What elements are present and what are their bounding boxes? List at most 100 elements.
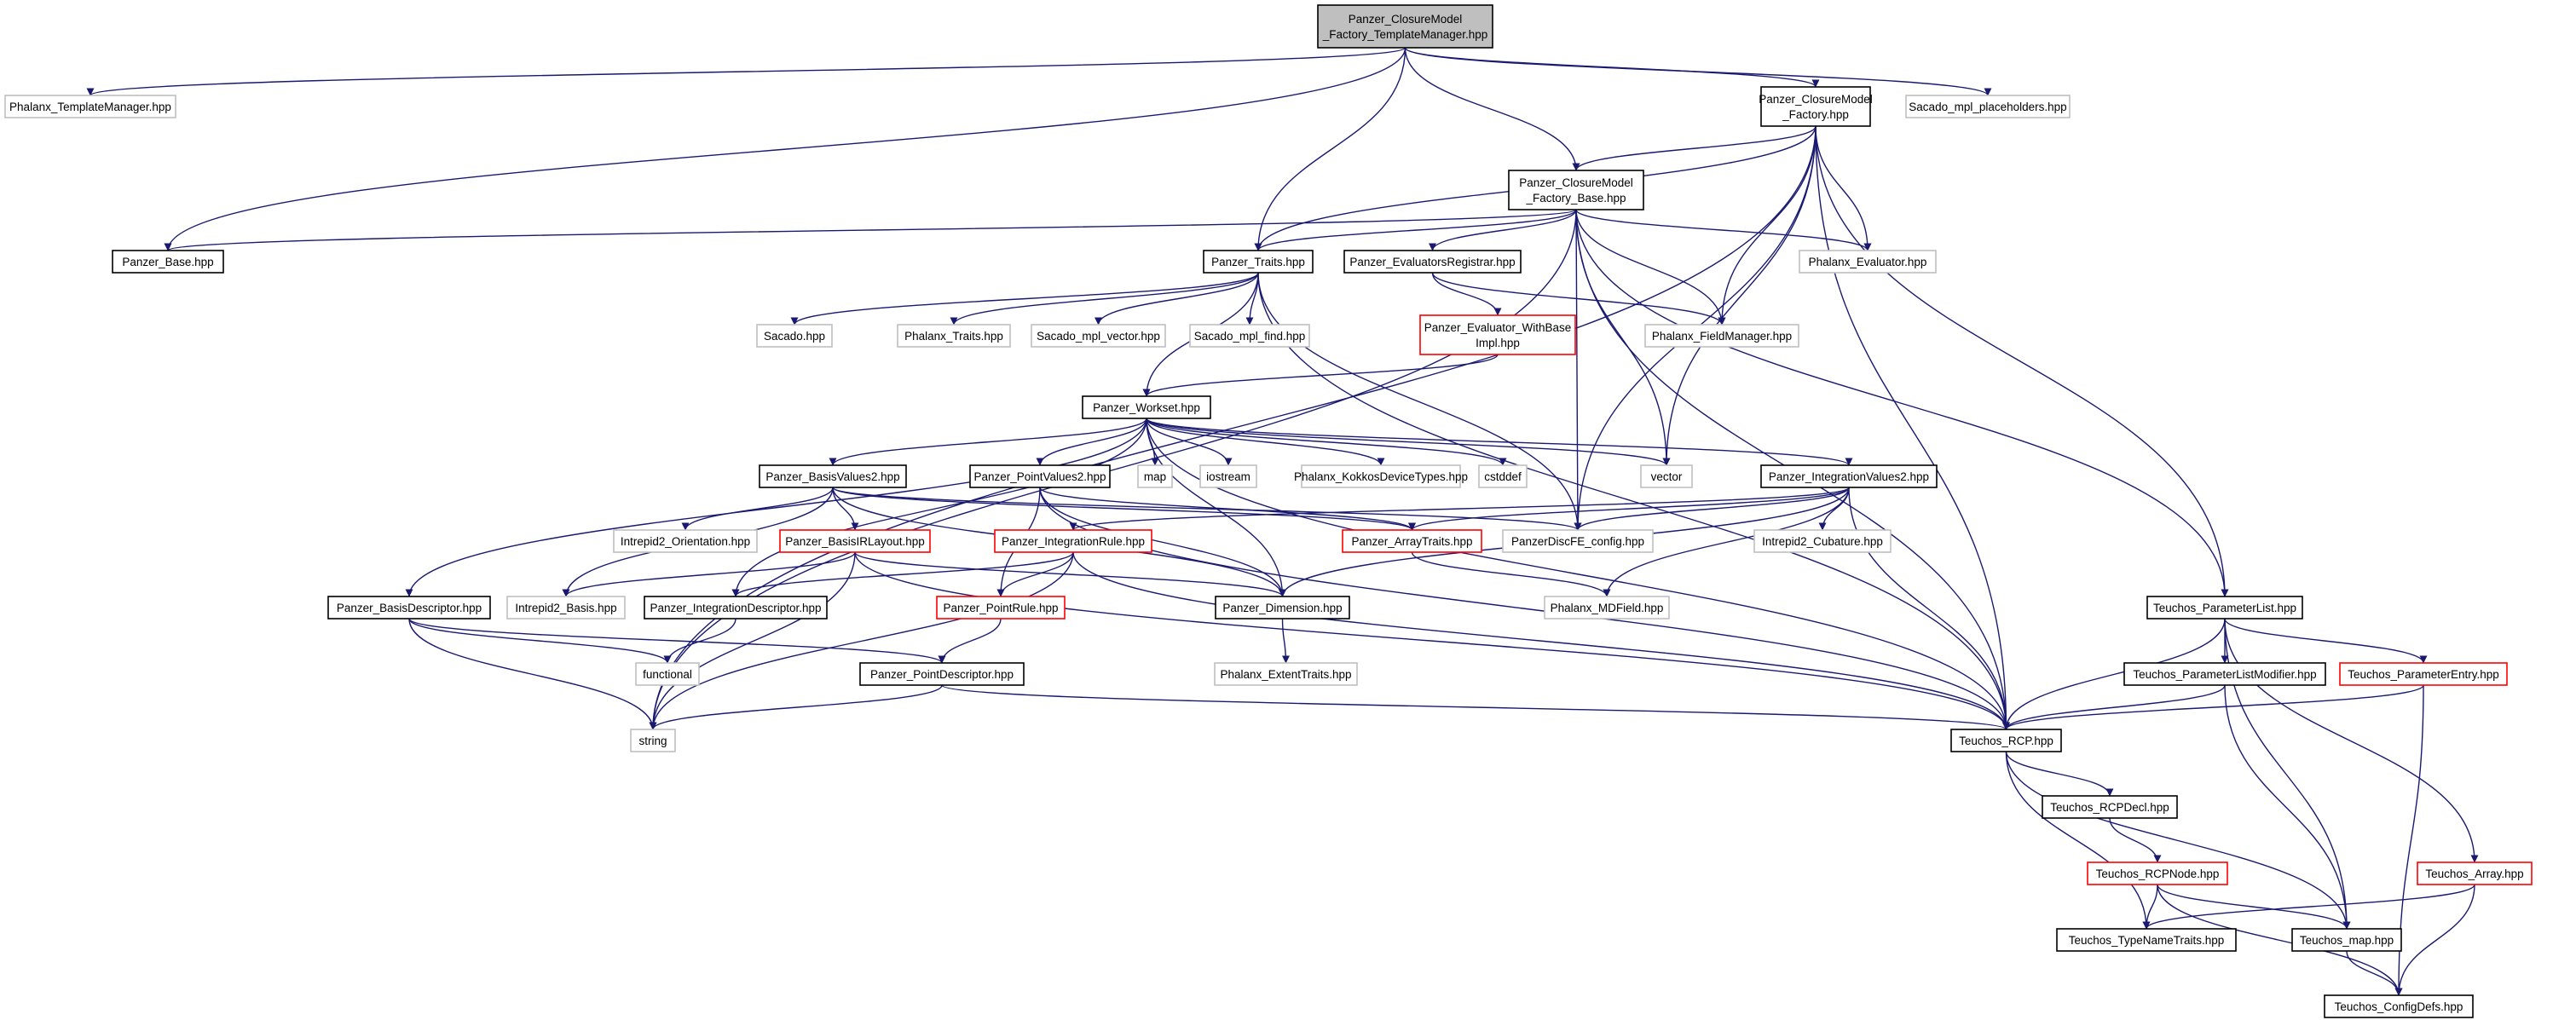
node-box <box>2042 795 2178 819</box>
node-phalanx_traits: Phalanx_Traits.hpp <box>897 324 1011 348</box>
node-box <box>506 596 626 619</box>
node-dimension[interactable]: Panzer_Dimension.hpp <box>1215 596 1350 619</box>
node-i2_basis: Intrepid2_Basis.hpp <box>506 596 626 619</box>
node-label: Teuchos_ConfigDefs.hpp <box>2335 1000 2463 1013</box>
node-box <box>1343 250 1522 274</box>
edge-root-to-traits <box>1254 47 1406 251</box>
edge-rcpnode-to-configdefs <box>2157 884 2403 996</box>
node-pointdesc[interactable]: Panzer_PointDescriptor.hpp <box>859 662 1025 686</box>
edge-pentry-to-configdefs <box>2394 684 2424 996</box>
edge-traits-to-discfe <box>1257 272 1582 531</box>
node-label: PanzerDiscFE_config.hpp <box>1511 535 1644 548</box>
node-label: Panzer_ClosureModel <box>1519 176 1633 189</box>
node-traits[interactable]: Panzer_Traits.hpp <box>1203 250 1314 274</box>
node-root[interactable]: Panzer_ClosureModel _Factory_TemplateMana… <box>1317 4 1493 49</box>
node-label: Panzer_PointRule.hpp <box>943 602 1058 614</box>
node-label: Sacado_mpl_placeholders.hpp <box>1909 101 2066 113</box>
edge-intvalues2-to-discfe <box>1574 487 1850 531</box>
node-factory_base[interactable]: Panzer_ClosureModel _Factory_Base.hpp <box>1508 170 1644 210</box>
node-basisvalues2[interactable]: Panzer_BasisValues2.hpp <box>759 464 907 488</box>
node-box <box>1342 529 1482 553</box>
node-box <box>2291 928 2402 952</box>
edge-basisdesc-to-functional <box>408 618 672 664</box>
node-plist_mod[interactable]: Teuchos_ParameterListModifier.hpp <box>2123 662 2326 686</box>
node-i2_orient: Intrepid2_Orientation.hpp <box>613 529 758 553</box>
edges-layer <box>86 47 2479 996</box>
node-label: Impl.hpp <box>1476 337 1520 349</box>
node-workset[interactable]: Panzer_Workset.hpp <box>1082 395 1211 419</box>
node-phalanx_fm: Phalanx_FieldManager.hpp <box>1644 324 1799 348</box>
node-typename[interactable]: Teuchos_TypeNameTraits.hpp <box>2056 928 2237 952</box>
node-label: Teuchos_ParameterList.hpp <box>2153 602 2296 614</box>
edge-workset-to-rcp <box>1146 418 2010 730</box>
node-box <box>936 596 1066 619</box>
node-label: Phalanx_FieldManager.hpp <box>1652 330 1792 343</box>
node-panzer_base[interactable]: Panzer_Base.hpp <box>112 250 224 274</box>
node-label: Intrepid2_Basis.hpp <box>515 602 616 614</box>
node-arraytraits[interactable]: Panzer_ArrayTraits.hpp <box>1342 529 1482 553</box>
edge-basisdesc-to-string <box>408 618 657 730</box>
node-factory[interactable]: Panzer_ClosureModel_Factory.hpp <box>1759 86 1873 127</box>
node-label: Panzer_ArrayTraits.hpp <box>1351 535 1472 548</box>
node-vector: vector <box>1640 464 1693 488</box>
node-label: Panzer_ClosureModel <box>1349 13 1463 26</box>
node-rcpdecl[interactable]: Teuchos_RCPDecl.hpp <box>2042 795 2178 819</box>
node-i2_cub: Intrepid2_Cubature.hpp <box>1753 529 1892 553</box>
node-box <box>2324 994 2474 1018</box>
node-tmap[interactable]: Teuchos_map.hpp <box>2291 928 2402 952</box>
edge-factory-to-rcp <box>1815 125 2010 730</box>
edge-pointvalues2-to-arraytraits <box>1039 487 1416 531</box>
node-intdesc[interactable]: Panzer_IntegrationDescriptor.hpp <box>644 596 828 619</box>
node-extent: Phalanx_ExtentTraits.hpp <box>1214 662 1358 686</box>
node-label: Intrepid2_Orientation.hpp <box>621 535 750 548</box>
edge-factory_base-to-panzer_base <box>165 209 1577 251</box>
edge-pointdesc-to-rcp <box>941 684 2010 730</box>
node-basis_ir[interactable]: Panzer_BasisIRLayout.hpp <box>779 529 931 553</box>
edge-workset-to-intvalues2 <box>1146 418 1853 466</box>
node-label: cstddef <box>1484 470 1522 483</box>
node-phalanx_eval: Phalanx_Evaluator.hpp <box>1799 250 1937 274</box>
node-pointrule[interactable]: Panzer_PointRule.hpp <box>936 596 1066 619</box>
edge-plist-to-pentry <box>2224 618 2428 664</box>
node-phalanx_tm: Phalanx_TemplateManager.hpp <box>4 95 176 118</box>
node-discfe: PanzerDiscFE_config.hpp <box>1502 529 1654 553</box>
node-rcpnode[interactable]: Teuchos_RCPNode.hpp <box>2087 862 2228 885</box>
node-box <box>1215 596 1350 619</box>
edge-factory_base-to-phalanx_fm <box>1575 209 1726 326</box>
node-box <box>2146 596 2303 619</box>
node-rcp[interactable]: Teuchos_RCP.hpp <box>1950 729 2062 752</box>
edge-workset-to-intdesc <box>731 418 1147 597</box>
node-pentry[interactable]: Teuchos_ParameterEntry.hpp <box>2339 662 2508 686</box>
node-eval_reg[interactable]: Panzer_EvaluatorsRegistrar.hpp <box>1343 250 1522 274</box>
node-label: _Factory_TemplateManager.hpp <box>1322 28 1488 41</box>
node-box <box>2123 662 2326 686</box>
node-label: Panzer_Workset.hpp <box>1093 401 1200 414</box>
node-label: functional <box>643 668 692 681</box>
edge-plist_mod-to-rcp <box>2002 684 2226 730</box>
node-configdefs[interactable]: Teuchos_ConfigDefs.hpp <box>2324 994 2474 1018</box>
edge-pointdesc-to-string <box>649 684 943 730</box>
edge-basis_ir-to-dimension <box>854 551 1286 597</box>
node-pointvalues2[interactable]: Panzer_PointValues2.hpp <box>969 464 1111 488</box>
edge-rcp-to-rcpdecl <box>2005 751 2114 797</box>
edge-intrule-to-intdesc <box>731 551 1074 597</box>
node-label: _Factory_Base.hpp <box>1525 192 1626 205</box>
node-label: map <box>1144 470 1166 483</box>
node-intrule[interactable]: Panzer_IntegrationRule.hpp <box>994 529 1152 553</box>
node-box <box>1644 324 1799 348</box>
node-plist[interactable]: Teuchos_ParameterList.hpp <box>2146 596 2303 619</box>
edge-factory-to-string <box>649 125 1816 730</box>
node-basisdesc[interactable]: Panzer_BasisDescriptor.hpp <box>327 596 491 619</box>
node-intvalues2[interactable]: Panzer_IntegrationValues2.hpp <box>1760 464 1938 488</box>
node-label: Panzer_Dimension.hpp <box>1222 602 1342 614</box>
edge-traits-to-sacado_find <box>1245 272 1259 326</box>
node-tarray[interactable]: Teuchos_Array.hpp <box>2417 862 2533 885</box>
edge-root-to-factory_base <box>1404 47 1580 171</box>
node-box <box>969 464 1111 488</box>
edge-workset-to-cstddef <box>1146 418 1507 466</box>
node-box <box>327 596 491 619</box>
node-label: Teuchos_map.hpp <box>2300 934 2394 947</box>
node-label: Panzer_ClosureModel <box>1759 93 1873 106</box>
